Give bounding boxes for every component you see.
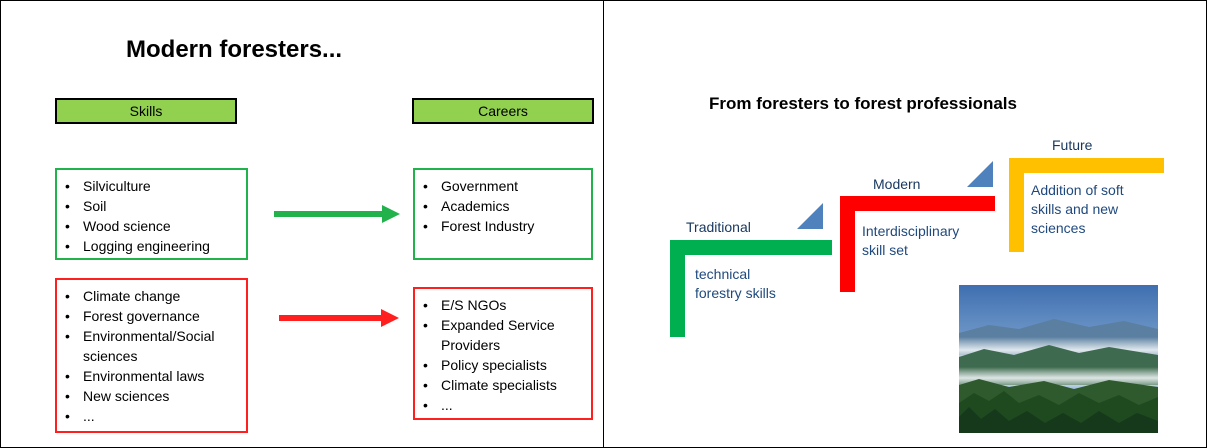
step-modern [840, 196, 995, 292]
list-item: Forest governance [65, 306, 240, 326]
left-panel-title: Modern foresters... [126, 36, 343, 63]
list-item: Environmental laws [65, 366, 240, 386]
list-item: Forest Industry [423, 216, 585, 236]
list-item: Climate specialists [423, 375, 585, 395]
step-desc-traditional: technical forestry skills [695, 266, 776, 301]
triangle-icon [967, 161, 993, 187]
green-arrow [274, 205, 400, 223]
forest-landscape-photo [959, 285, 1158, 433]
list-item: Academics [423, 196, 585, 216]
red-arrow [279, 309, 399, 327]
list-item: Expanded Service [423, 315, 585, 335]
list-item-continuation: sciences [83, 348, 138, 364]
list-item: Environmental/Social [65, 326, 240, 346]
traditional-careers-box: Government Academics Forest Industry [413, 168, 593, 260]
step-label-modern: Modern [873, 176, 921, 192]
list-item: ... [65, 406, 240, 426]
right-panel-title: From foresters to forest professionals [709, 94, 1017, 113]
step-desc-modern: Interdisciplinary skill set [862, 223, 960, 258]
list-item: Silviculture [65, 176, 240, 196]
list-item: Wood science [65, 216, 240, 236]
list-item: E/S NGOs [423, 295, 585, 315]
skills-header: Skills [55, 98, 237, 124]
modern-skills-box: Climate change Forest governance Environ… [55, 278, 248, 433]
step-label-future: Future [1052, 137, 1093, 153]
panel-divider [603, 0, 604, 448]
list-item: Soil [65, 196, 240, 216]
step-future [1009, 158, 1164, 252]
traditional-skills-box: Silviculture Soil Wood science Logging e… [55, 168, 248, 260]
career-steps-diagram [670, 158, 1164, 337]
careers-header: Careers [412, 98, 594, 124]
list-item: Logging engineering [65, 236, 240, 256]
list-item: New sciences [65, 386, 240, 406]
list-item-continuation: Providers [441, 337, 501, 353]
step-label-traditional: Traditional [686, 219, 751, 235]
step-desc-future: Addition of soft skills and new sciences [1031, 182, 1124, 236]
list-item: Policy specialists [423, 355, 585, 375]
modern-careers-box: E/S NGOs Expanded Service Providers Poli… [413, 287, 593, 420]
list-item: ... [423, 395, 585, 415]
step-traditional [670, 240, 832, 337]
list-item: Climate change [65, 286, 240, 306]
list-item: Government [423, 176, 585, 196]
triangle-icon [797, 203, 823, 229]
